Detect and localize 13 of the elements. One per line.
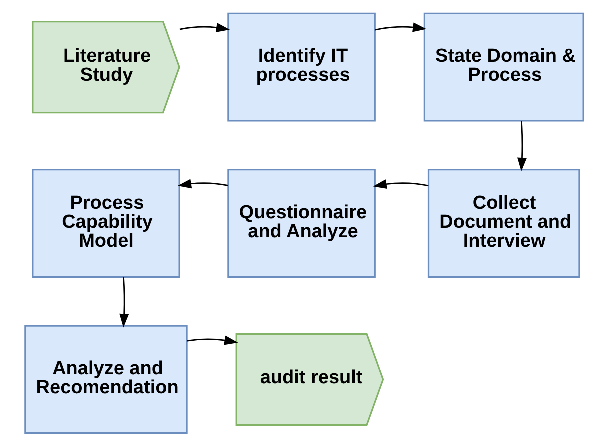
arrow — [179, 23, 230, 32]
node-box: Collect Document and Interview — [427, 169, 580, 278]
arrow — [186, 336, 238, 346]
node-box: State Domain & Process — [423, 12, 584, 122]
arrow — [177, 179, 228, 189]
node-box: Analyze and Recomendation — [24, 325, 188, 434]
arrow — [374, 22, 426, 32]
node-box: Questionnaire and Analyze — [227, 169, 376, 278]
arrow — [119, 277, 129, 328]
arrow — [516, 121, 526, 172]
node-box: Process Capability Model — [32, 169, 180, 278]
node-box: Identify IT processes — [227, 12, 376, 122]
arrow — [372, 180, 428, 189]
